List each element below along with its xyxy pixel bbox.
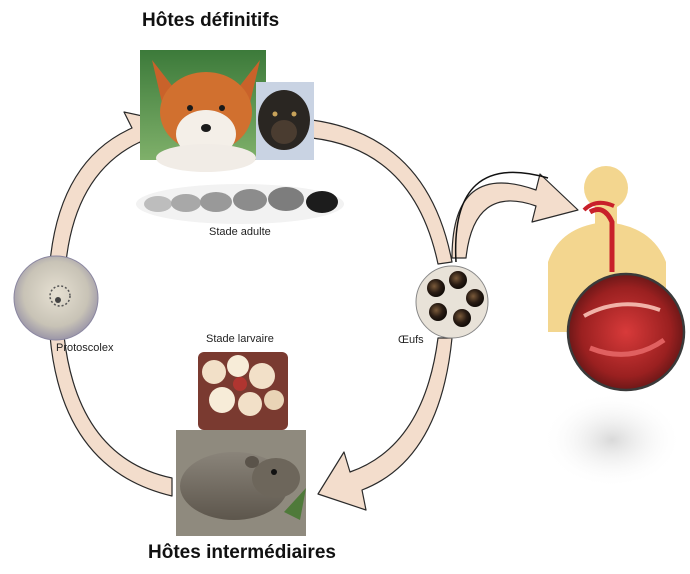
protoscolex-picture	[14, 256, 98, 340]
larval-cyst-picture	[198, 352, 288, 430]
vole-picture	[176, 430, 306, 536]
definitive-hosts-title: Hôtes définitifs	[142, 10, 279, 32]
protoscolex-label: Protoscolex	[56, 342, 113, 354]
adult-tapeworm-picture	[136, 184, 344, 224]
cycle-arrows	[50, 112, 578, 510]
arrow-intermediate-to-protoscolex	[50, 336, 172, 496]
human-picture	[548, 166, 684, 390]
fox-picture	[140, 50, 266, 172]
arrow-definitive-to-eggs	[312, 120, 452, 264]
human-shadow	[542, 392, 682, 488]
dog-picture	[256, 82, 314, 160]
adult-stage-label: Stade adulte	[209, 226, 271, 238]
eggs-label: Œufs	[398, 334, 424, 346]
intermediate-hosts-title: Hôtes intermédiaires	[148, 542, 336, 564]
arrow-eggs-to-intermediate	[318, 338, 452, 510]
eggs-picture	[416, 266, 488, 338]
larval-stage-label: Stade larvaire	[206, 333, 274, 345]
